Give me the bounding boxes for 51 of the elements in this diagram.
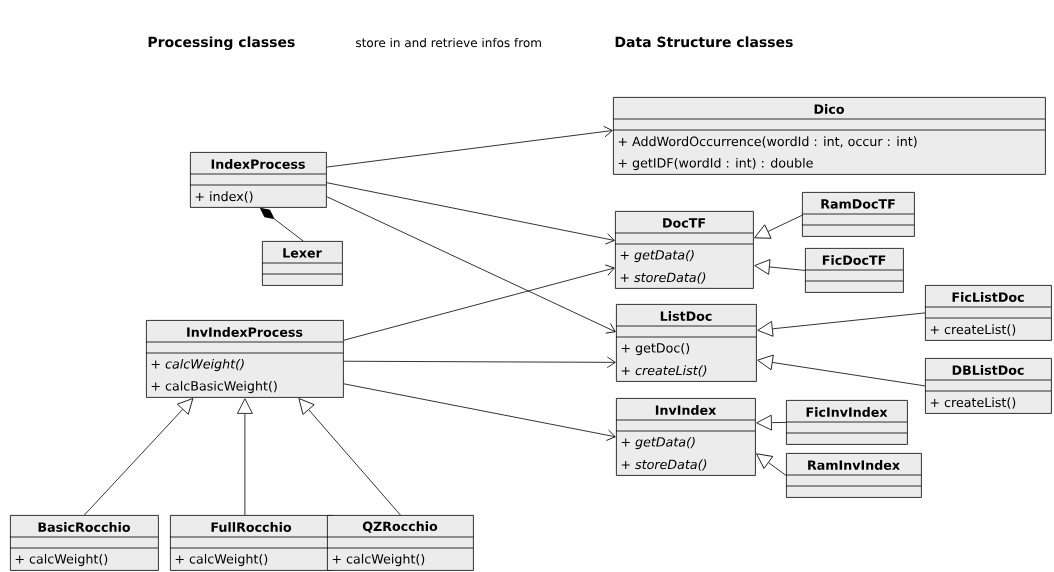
method-text: + getIDF(wordId : int) : double [618, 157, 813, 171]
method-text: + calcWeight() [175, 553, 268, 567]
method-text: + getDoc() [621, 342, 690, 356]
method-text: + createList() [621, 365, 707, 377]
class-name: BasicRocchio [38, 522, 131, 532]
association-arrow [326, 125, 613, 168]
method-text: + calcWeight() [15, 553, 108, 567]
class-name: DocTF [663, 218, 705, 228]
class-name: FicListDoc [952, 292, 1024, 302]
class-name: FullRocchio [211, 522, 292, 532]
method-text: + AddWordOccurrence(wordId : int, occur : int) [618, 136, 917, 148]
generalization-arrow [754, 259, 806, 275]
association-arrow [326, 182, 615, 245]
method-text: + index() [195, 191, 253, 203]
generalization-arrow [757, 312, 926, 337]
class-name: FicInvIndex [806, 407, 888, 417]
class-name: QZRocchio [362, 521, 438, 533]
method-text: + getData() [621, 436, 695, 450]
class-name: IndexProcess [211, 159, 305, 169]
class-name: Lexer [283, 248, 322, 258]
association-arrow [326, 196, 616, 334]
generalization-arrow [756, 453, 787, 476]
method-text: + calcBasicWeight() [151, 380, 277, 394]
method-text: + storeData() [621, 459, 707, 471]
generalization-arrow [237, 398, 253, 516]
heading-text: Data Structure classes [615, 36, 793, 48]
composition-connector [260, 207, 304, 242]
generalization-arrow [298, 398, 401, 516]
method-text: + storeData() [620, 272, 706, 284]
method-text: + createList() [930, 397, 1016, 409]
class-name: RamInvIndex [808, 460, 900, 470]
class-name: ListDoc [660, 311, 712, 321]
association-arrow [343, 264, 615, 341]
association-arrow [343, 383, 616, 441]
class-name: RamDocTF [821, 199, 895, 209]
generalization-arrow [757, 354, 926, 387]
class-name: InvIndex [655, 405, 717, 415]
class-name: FicDocTF [822, 255, 886, 265]
class-name: DBListDoc [952, 365, 1024, 375]
heading-text: Processing classes [148, 36, 295, 50]
generalization-arrow [756, 414, 787, 431]
class-name: Dico [814, 104, 844, 114]
class-name: InvIndexProcess [187, 327, 303, 337]
method-text: + createList() [930, 324, 1016, 336]
generalization-arrow [754, 214, 803, 239]
heading-text: store in and retrieve infos from [356, 37, 541, 48]
generalization-arrow [84, 398, 194, 516]
association-arrow [343, 356, 616, 369]
method-text: + calcWeight() [332, 553, 425, 567]
method-text: + calcWeight() [151, 358, 244, 372]
method-text: + getData() [620, 249, 694, 263]
